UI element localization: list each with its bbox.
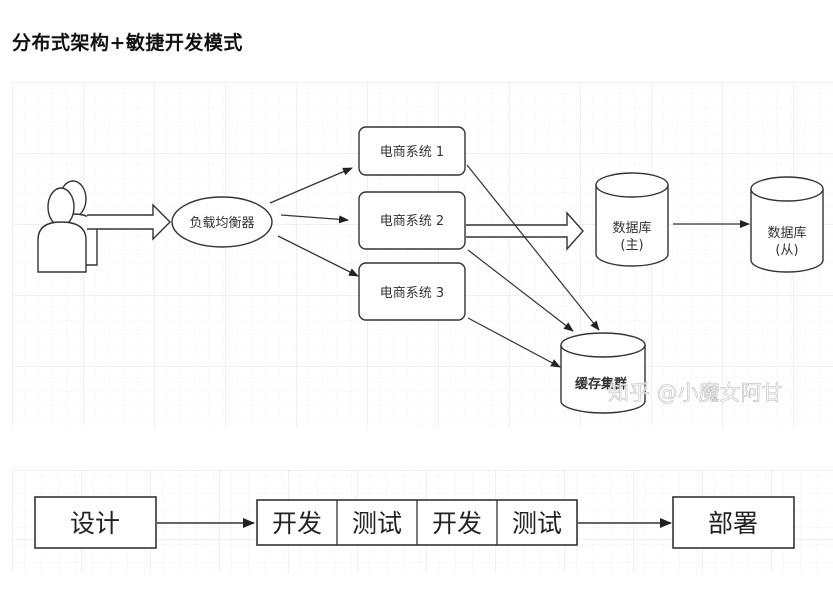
watermark: 知乎 @小魔女阿甘: [608, 381, 783, 405]
load-balancer-node: 负载均衡器: [171, 196, 273, 248]
load-balancer-label: 负载均衡器: [189, 216, 254, 231]
iteration-dev-2: 开发: [432, 509, 482, 538]
deploy-node: 部署: [672, 496, 795, 549]
system-node-2: 电商系统 2: [358, 191, 466, 250]
lb-to-system2-arrow: [280, 214, 349, 224]
iteration-test-1: 测试: [352, 509, 402, 538]
users-to-lb-arrow: [87, 203, 171, 241]
system-label-3: 电商系统 3: [380, 286, 444, 301]
architecture-diagram: 负载均衡器 电商系统 1 电商系统 2 电商系统 3 数据库 (主) 数据库 (…: [12, 82, 833, 427]
design-label: 设计: [70, 509, 120, 538]
db-slave-role: (从): [775, 243, 798, 258]
system-label-2: 电商系统 2: [380, 214, 444, 229]
system-to-db-arrow: [466, 211, 584, 251]
iteration-dev-1: 开发: [272, 509, 322, 538]
page-title: 分布式架构+敏捷开发模式: [12, 32, 243, 54]
agile-diagram: 设计 开发 测试 开发 测试 部署: [12, 470, 833, 573]
deploy-label: 部署: [708, 509, 758, 538]
system1-to-cache-arrow: [466, 164, 600, 331]
db-slave-node: 数据库 (从): [750, 176, 824, 273]
db-master-node: 数据库 (主): [595, 172, 669, 267]
system-node-3: 电商系统 3: [358, 262, 466, 321]
db-slave-label: 数据库: [767, 225, 806, 241]
db-master-label: 数据库: [612, 220, 651, 236]
system3-to-cache-arrow: [467, 317, 561, 368]
iteration-block: 开发 测试 开发 测试: [256, 499, 578, 546]
users-icon: [37, 180, 98, 273]
design-node: 设计: [34, 496, 157, 549]
cache-cluster-label: 缓存集群: [575, 376, 627, 392]
lb-to-system3-arrow: [277, 235, 359, 277]
lb-to-system1-arrow: [269, 167, 353, 204]
system-label-1: 电商系统 1: [380, 145, 444, 160]
system2-to-cache-arrow: [467, 249, 574, 332]
system-node-1: 电商系统 1: [358, 126, 466, 176]
iteration-test-2: 测试: [512, 509, 562, 538]
db-master-role: (主): [620, 238, 643, 253]
cache-cluster-node: 缓存集群: [560, 332, 646, 414]
